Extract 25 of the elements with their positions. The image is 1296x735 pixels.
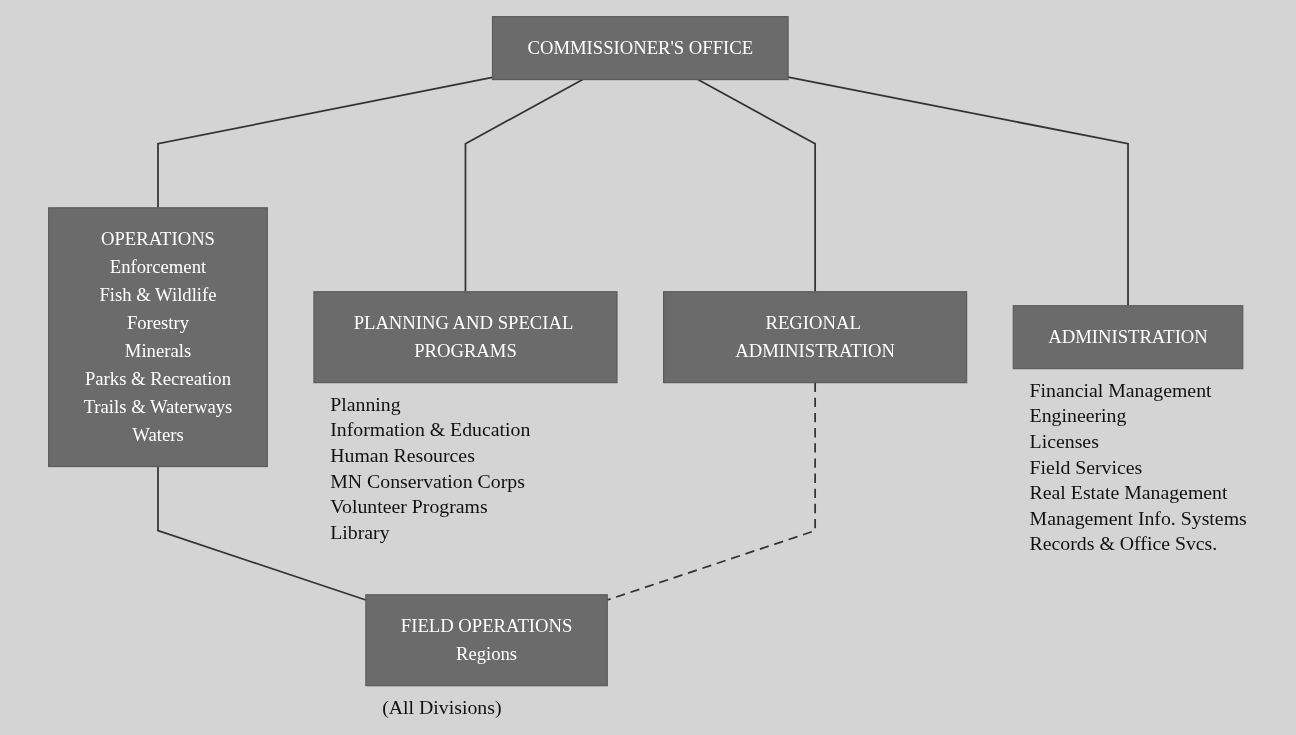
connector: [697, 78, 817, 293]
list-item: Field Services: [1029, 455, 1143, 478]
node-box: COMMISSIONER'S OFFICE: [492, 16, 789, 81]
list-item: Real Estate Management: [1029, 481, 1228, 504]
node-box: OPERATIONS Enforcement Fish & Wildlife Forestry Minerals Parks & Recreation Trails & Waterways Waters: [48, 207, 269, 468]
list-item: (All Divisions): [382, 695, 502, 718]
list-item: Engineering: [1029, 404, 1127, 427]
list-item: Planning: [330, 392, 401, 415]
node-box: REGIONAL ADMINISTRATION: [663, 291, 968, 384]
connector: [787, 76, 1130, 307]
node-box: FIELD OPERATIONS Regions: [365, 594, 609, 687]
list-item: MN Conservation Corps: [330, 469, 526, 492]
node-box: PLANNING AND SPECIAL PROGRAMS: [313, 291, 618, 384]
list-item: Volunteer Programs: [330, 495, 488, 518]
connector: [157, 76, 494, 209]
connector: [157, 465, 367, 601]
list-item: Library: [330, 520, 390, 543]
list-item: Records & Office Svcs.: [1029, 532, 1218, 555]
list-item: Human Resources: [330, 443, 475, 466]
list-item: Management Info. Systems: [1029, 506, 1247, 529]
list-item: Licenses: [1029, 429, 1100, 452]
connector: [464, 78, 584, 293]
list-item: Information & Education: [330, 418, 531, 441]
list-item: Financial Management: [1029, 378, 1212, 401]
node-box: ADMINISTRATION: [1012, 305, 1244, 370]
